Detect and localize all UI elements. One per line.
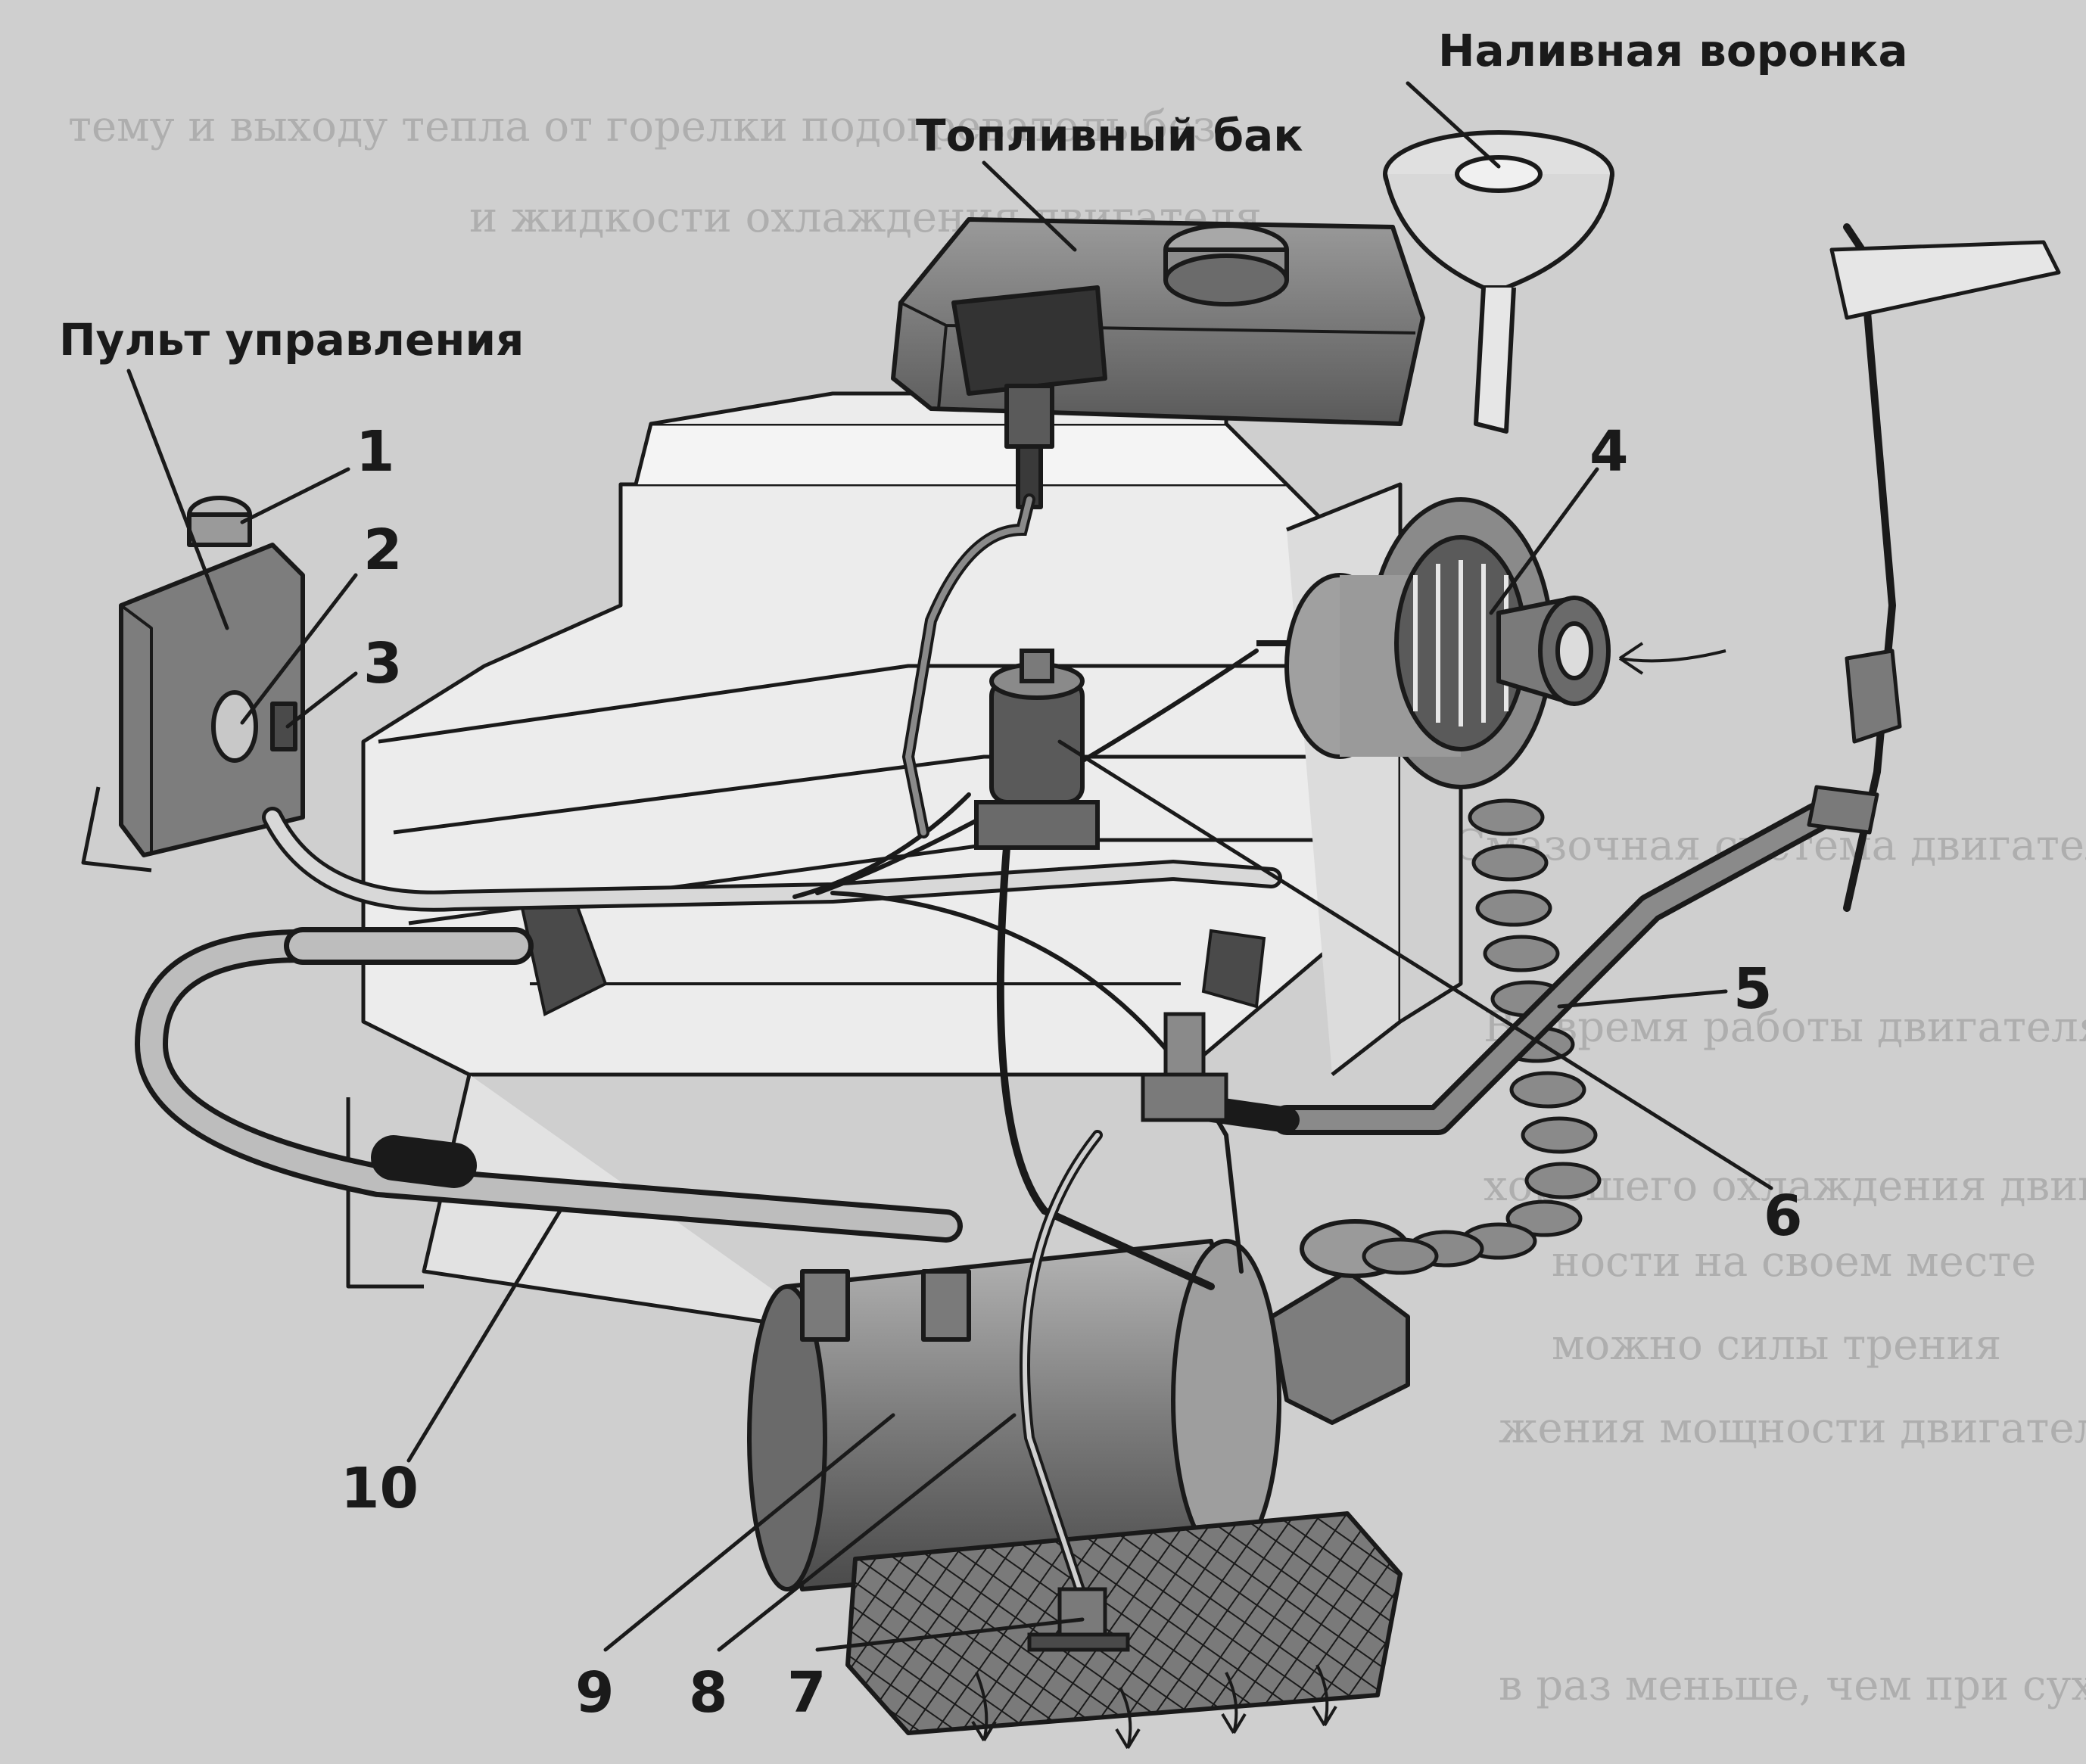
fuel-pump <box>974 649 1100 850</box>
coolant-pipe <box>135 927 963 1243</box>
callout-number-10: 10 <box>341 1456 419 1521</box>
callout-number-2: 2 <box>363 518 403 583</box>
leader-5 <box>1557 989 1728 1009</box>
callout-number-1: 1 <box>356 419 395 484</box>
airflow-arrows <box>971 642 1726 1750</box>
filler-funnel <box>1383 130 1614 434</box>
background-text-line: в раз меньше, чем при сухом <box>1499 1661 2086 1710</box>
label-filler-funnel: Наливная воронка <box>1438 25 1908 76</box>
control-rod <box>1807 223 2061 912</box>
callout-number-5: 5 <box>1733 957 1773 1022</box>
callout-number-3: 3 <box>363 631 403 696</box>
control-panel <box>81 496 305 873</box>
callout-number-8: 8 <box>689 1660 728 1725</box>
leader-8 <box>717 1413 1017 1652</box>
leader-6 <box>1057 739 1773 1190</box>
background-text-line: тему и выходу тепла от горелки подогрева… <box>68 102 1216 151</box>
leader-9 <box>603 1413 895 1652</box>
callout-number-4: 4 <box>1589 419 1629 484</box>
tee-fitting <box>1141 1012 1228 1122</box>
leader-7 <box>815 1617 1085 1652</box>
label-control-panel: Пульт управления <box>59 314 525 366</box>
leader-1 <box>240 467 350 524</box>
gasket-right <box>1201 929 1266 1009</box>
leader-10 <box>406 1209 562 1463</box>
callout-number-9: 9 <box>575 1660 615 1725</box>
callout-number-7: 7 <box>787 1660 827 1725</box>
background-text-line: жения мощности двигателя <box>1499 1404 2086 1453</box>
leader-lines <box>126 81 1773 1652</box>
fuel-tank <box>891 217 1425 509</box>
background-text-line: ности на своем месте <box>1552 1237 2037 1286</box>
leader-3 <box>285 671 358 729</box>
blower-fan <box>1256 497 1611 789</box>
background-text-line: можно силы трения <box>1552 1321 2002 1370</box>
background-text-line: Во время работы двигателя, трущиеся дета… <box>1484 1003 2086 1052</box>
leader-filler-funnel <box>1406 81 1501 169</box>
leader-2 <box>240 573 358 725</box>
leader-4 <box>1489 467 1599 615</box>
label-fuel-tank: Топливный бак <box>916 110 1303 161</box>
drain-line <box>1020 1130 1103 1625</box>
heater-body <box>747 1239 1403 1735</box>
leader-fuel-tank <box>982 160 1077 252</box>
fuel-line <box>901 493 1215 1290</box>
leader-control-panel <box>126 369 229 630</box>
callout-number-6: 6 <box>1764 1184 1803 1249</box>
